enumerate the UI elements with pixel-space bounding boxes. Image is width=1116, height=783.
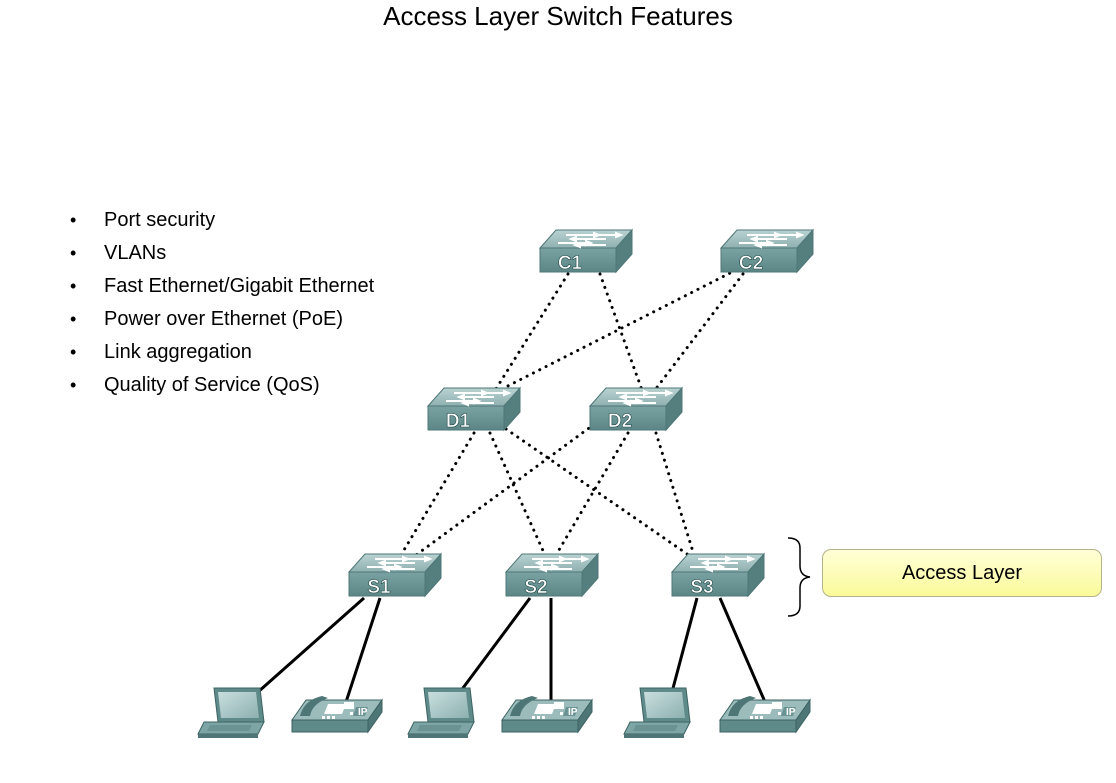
link-d2-s2 <box>554 431 630 557</box>
switch-s1-label: S1 <box>367 577 391 598</box>
switch-c2: C2 <box>720 229 814 274</box>
feature-list: Port security VLANs Fast Ethernet/Gigabi… <box>70 204 374 402</box>
feature-item: Link aggregation <box>70 336 374 369</box>
ip-phone-label: IP <box>568 707 578 718</box>
laptop-icon <box>407 687 475 739</box>
switch-d1: D1 <box>427 387 521 432</box>
link-c2-d2 <box>653 272 745 392</box>
link-d2-s3 <box>654 431 696 557</box>
link-c1-d2 <box>598 272 644 392</box>
feature-item: VLANs <box>70 237 374 270</box>
ip-phone-icon: IP <box>291 695 383 733</box>
feature-item: Power over Ethernet (PoE) <box>70 303 374 336</box>
link-c1-d1 <box>492 272 570 394</box>
page-title: Access Layer Switch Features <box>383 1 733 31</box>
ip-phone-icon: IP <box>501 695 593 733</box>
switch-c1-label: C1 <box>558 253 583 274</box>
switch-c2-label: C2 <box>739 253 763 274</box>
laptop-icon <box>623 687 691 739</box>
switch-d1-label: D1 <box>446 411 471 432</box>
ip-phone-icon: IP <box>719 695 811 733</box>
switch-s3: S3 <box>671 553 765 598</box>
feature-item: Port security <box>70 204 374 237</box>
link-s2-laptop <box>458 597 532 693</box>
link-d2-s1 <box>414 418 602 557</box>
link-d1-s2 <box>488 431 547 557</box>
switch-s2: S2 <box>505 553 599 598</box>
switch-s3-label: S3 <box>690 577 713 598</box>
link-s1-phone <box>344 597 382 703</box>
switch-s2-label: S2 <box>524 577 547 598</box>
access-layer-callout: Access Layer <box>822 549 1102 597</box>
switch-d2-label: D2 <box>608 411 632 432</box>
laptop-icon <box>197 687 265 739</box>
ip-phone-label: IP <box>358 707 368 718</box>
link-s3-phone <box>718 597 767 703</box>
feature-item: Fast Ethernet/Gigabit Ethernet <box>70 270 374 303</box>
link-s1-laptop <box>257 596 365 694</box>
switch-c1: C1 <box>539 229 633 274</box>
ip-phone-label: IP <box>786 707 796 718</box>
access-layer-label: Access Layer <box>901 561 1023 584</box>
link-c2-d1 <box>494 268 738 394</box>
link-s3-laptop <box>670 597 699 693</box>
switch-s1: S1 <box>348 553 442 598</box>
link-d1-s1 <box>399 431 476 557</box>
link-d1-s3 <box>504 427 692 558</box>
access-layer-brace <box>787 537 811 617</box>
switch-d2: D2 <box>589 387 683 432</box>
feature-item: Quality of Service (QoS) <box>70 369 374 402</box>
